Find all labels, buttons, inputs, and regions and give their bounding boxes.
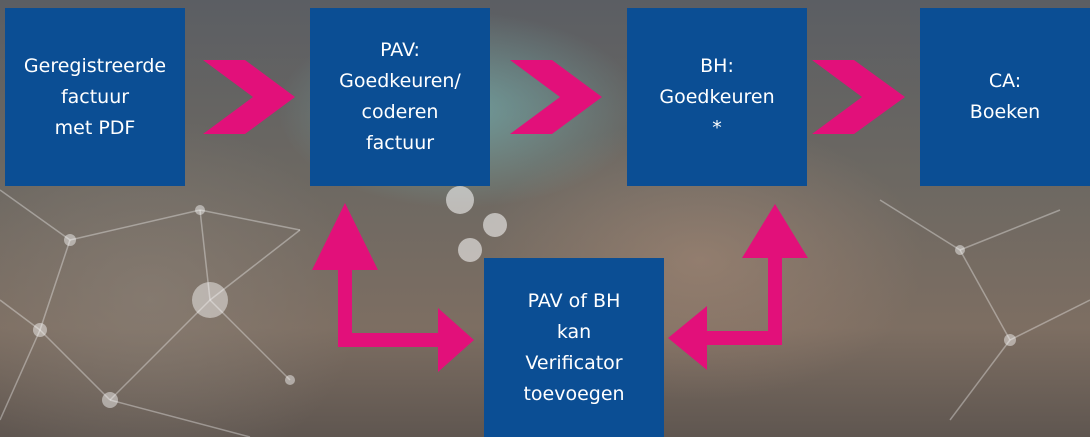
step-bh-approve-label: BH: Goedkeuren * — [659, 54, 775, 139]
step-pav-approve-code: PAV: Goedkeuren/ coderen factuur — [310, 8, 490, 186]
bidirectional-arrow-icon-right — [668, 204, 808, 370]
step-ca-book: CA: Boeken — [920, 8, 1090, 186]
step-pav-approve-code-label: PAV: Goedkeuren/ coderen factuur — [339, 39, 461, 154]
chevron-arrow-icon-3 — [812, 60, 905, 134]
step-ca-book-label: CA: Boeken — [969, 70, 1041, 123]
step-registered-invoice: Geregistreerde factuur met PDF — [5, 8, 185, 186]
step-registered-invoice-label: Geregistreerde factuur met PDF — [23, 54, 167, 139]
step-add-verificator-label: PAV of BH kan Verificator toevoegen — [523, 289, 625, 405]
chevron-arrow-icon-2 — [510, 60, 602, 134]
chevron-arrow-icon-1 — [203, 60, 295, 134]
bidirectional-arrow-icon-left — [312, 203, 474, 372]
step-add-verificator: PAV of BH kan Verificator toevoegen — [484, 258, 664, 437]
step-bh-approve: BH: Goedkeuren * — [627, 8, 807, 186]
